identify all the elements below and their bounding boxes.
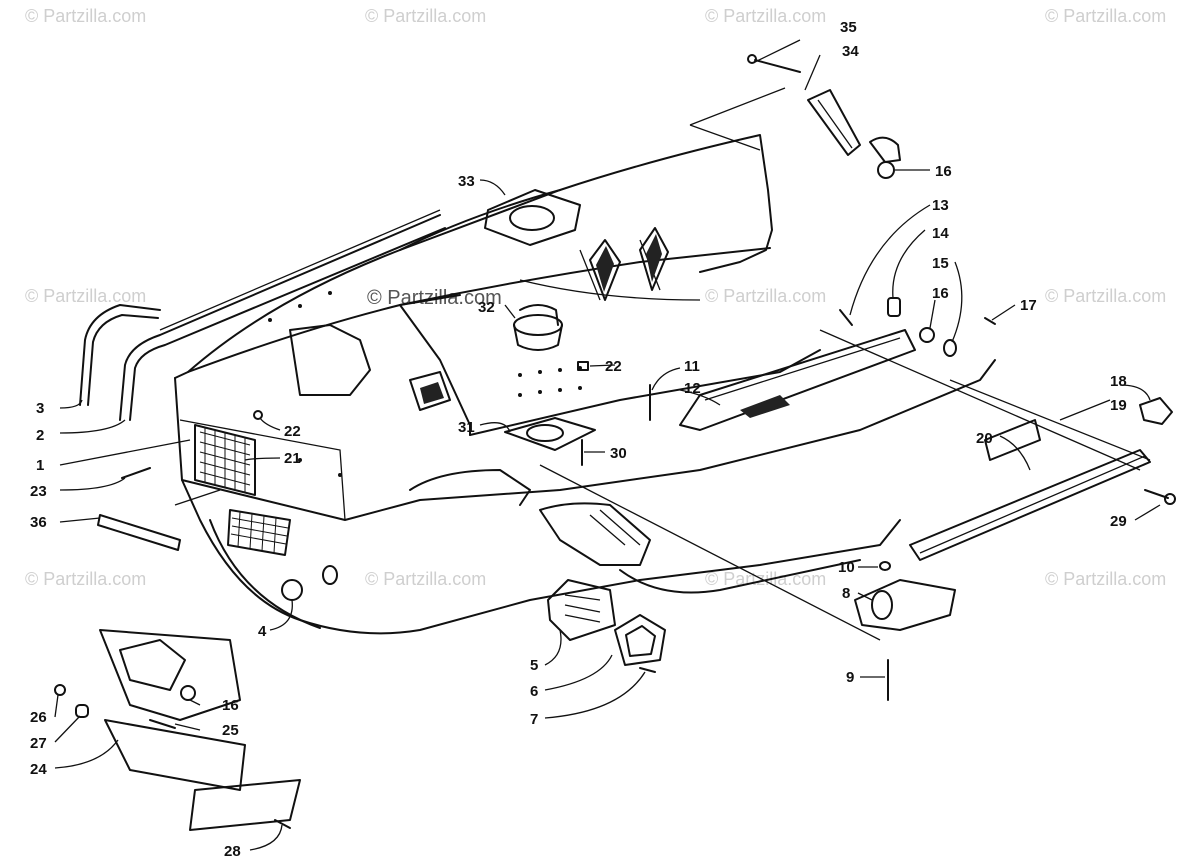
- callout-20: 20: [976, 430, 993, 447]
- callout-22: 22: [284, 423, 301, 440]
- side-trim-12: [679, 329, 916, 431]
- callout-24: 24: [30, 761, 47, 778]
- watermark: © Partzilla.com: [1045, 569, 1166, 589]
- watermark: © Partzilla.com: [1045, 286, 1166, 306]
- bracket-34: [807, 89, 901, 163]
- callout-8: 8: [842, 585, 850, 602]
- callout-26: 26: [30, 709, 47, 726]
- callout-21: 21: [284, 450, 301, 467]
- hardware: [54, 54, 1176, 831]
- callout-16: 16: [935, 163, 952, 180]
- callout-labels: 35 34 16 33 13 14 15 16 17 32 22 11 12 1…: [30, 19, 1127, 860]
- callout-22: 22: [605, 358, 622, 375]
- windshield-trim: [79, 209, 446, 421]
- watermark: © Partzilla.com: [1045, 6, 1166, 26]
- callout-17: 17: [1020, 297, 1037, 314]
- watermark: © Partzilla.com: [705, 6, 826, 26]
- watermark: © Partzilla.com: [365, 6, 486, 26]
- callout-5: 5: [530, 657, 538, 674]
- callout-19: 19: [1110, 397, 1127, 414]
- callout-6: 6: [530, 683, 538, 700]
- callout-3: 3: [36, 400, 44, 417]
- callout-25: 25: [222, 722, 239, 739]
- watermark: © Partzilla.com: [25, 569, 146, 589]
- callout-15: 15: [932, 255, 949, 272]
- callout-32: 32: [478, 299, 495, 316]
- callout-16: 16: [932, 285, 949, 302]
- callout-30: 30: [610, 445, 627, 462]
- callout-11: 11: [684, 358, 700, 375]
- callout-23: 23: [30, 483, 47, 500]
- rivets: [268, 291, 582, 477]
- watermark: © Partzilla.com: [25, 6, 146, 26]
- callout-12: 12: [684, 380, 701, 397]
- lower-grille: [227, 509, 291, 556]
- callout-27: 27: [30, 735, 47, 752]
- watermark-layer: © Partzilla.com © Partzilla.com © Partzi…: [25, 6, 1166, 589]
- callout-18: 18: [1110, 373, 1127, 390]
- watermark: © Partzilla.com: [705, 286, 826, 306]
- watermark: © Partzilla.com: [365, 569, 486, 589]
- callout-28: 28: [224, 843, 241, 860]
- callout-35: 35: [840, 19, 857, 36]
- callout-2: 2: [36, 427, 44, 444]
- callout-7: 7: [530, 711, 538, 728]
- callout-29: 29: [1110, 513, 1127, 530]
- steering-boot-assembly: [484, 189, 596, 451]
- callout-33: 33: [458, 173, 475, 190]
- callout-31: 31: [458, 419, 475, 436]
- callout-1: 1: [36, 457, 44, 474]
- watermark: © Partzilla.com: [25, 286, 146, 306]
- callout-4: 4: [258, 623, 267, 640]
- side-molding-19: [909, 449, 1151, 561]
- grille-mesh: [194, 424, 256, 496]
- callout-14: 14: [932, 225, 949, 242]
- callout-16: 16: [222, 697, 239, 714]
- leader-lines: [54, 39, 1161, 851]
- hood-body: [174, 134, 996, 635]
- callout-9: 9: [846, 669, 854, 686]
- callout-13: 13: [932, 197, 949, 214]
- callout-36: 36: [30, 514, 47, 531]
- callout-34: 34: [842, 43, 859, 60]
- callout-10: 10: [838, 559, 855, 576]
